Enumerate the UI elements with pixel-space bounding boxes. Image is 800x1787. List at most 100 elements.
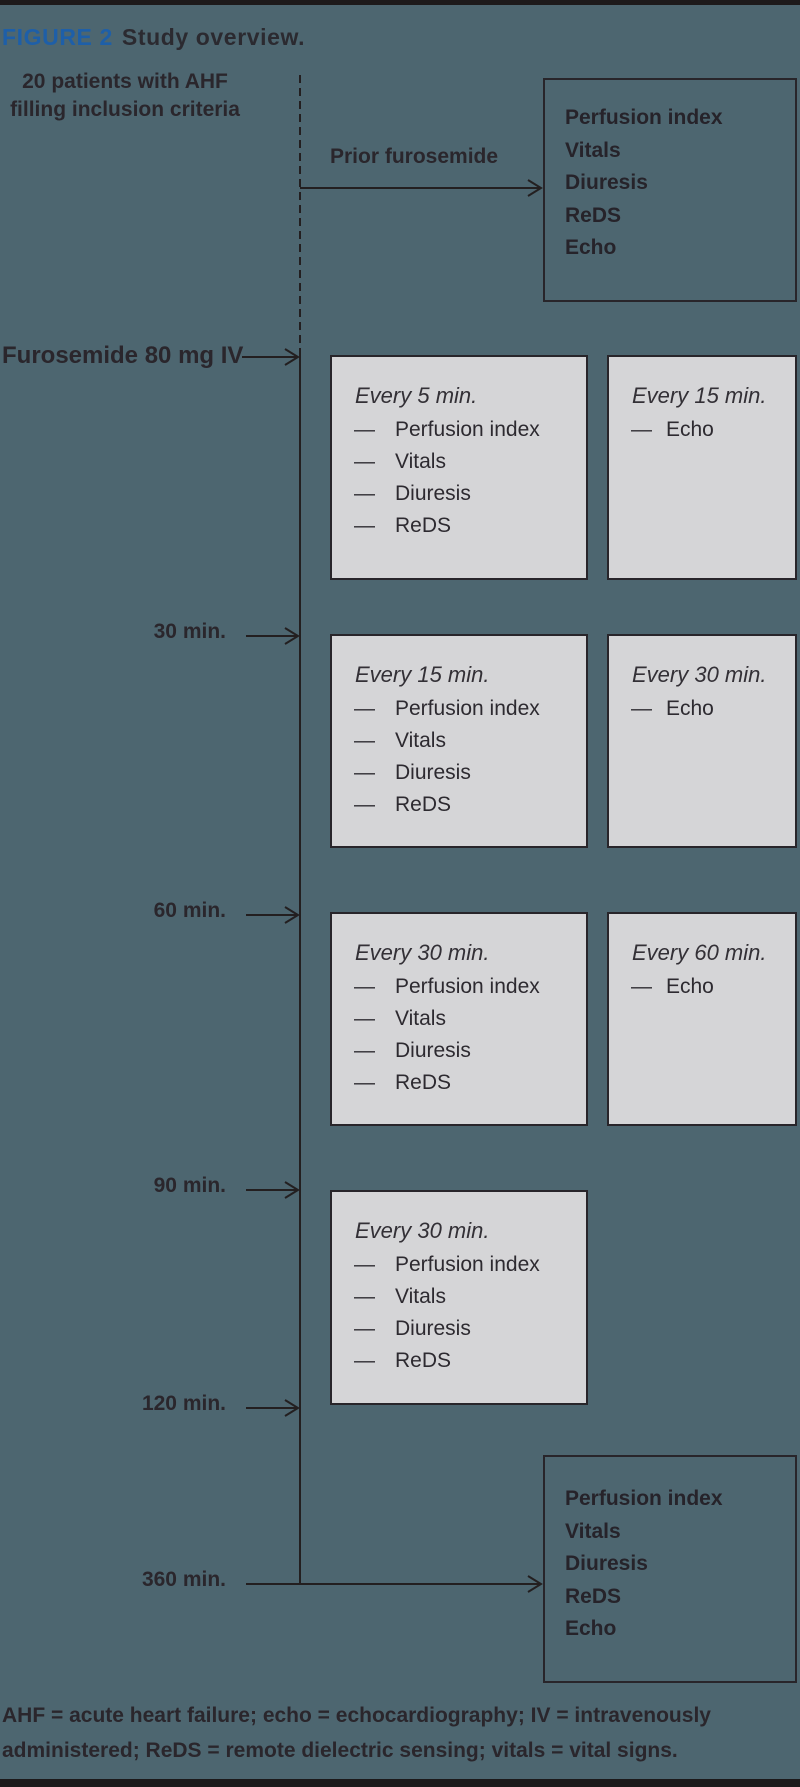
footnote-line-1: AHF = acute heart failure; echo = echoca… [2,1704,711,1727]
dash-bullet: — [354,1007,375,1030]
dash-bullet: — [354,514,375,537]
time-label-60min: 60 min. [153,899,226,922]
list-item-label: Echo [666,697,714,720]
list-item-label: ReDS [395,1071,452,1094]
dash-bullet: — [354,697,375,720]
tick-arrowhead-30min [284,627,300,645]
dash-bullet: — [354,1285,375,1308]
furosemide-80mg-iv-label: Furosemide 80 mg IV [2,342,244,369]
footnote-line-2: administered; ReDS = remote dielectric s… [2,1739,678,1762]
measurement-item: Vitals [565,1519,621,1543]
dash-bullet: — [631,975,652,998]
list-item: — Perfusion index [354,1249,578,1281]
interval-box-0-30min-echo: Every 15 min. — Echo [607,355,797,580]
list-item: —ReDS [354,510,578,542]
tick-arrowhead-60min [284,906,300,924]
list-item: — Perfusion index [354,414,578,446]
list-item: — Perfusion index [354,693,578,725]
interval-box-60-90min-echo: Every 60 min. — Echo [607,912,797,1126]
dash-bullet: — [354,729,375,752]
list-item-label: Vitals [395,450,446,473]
prior-furosemide-label: Prior furosemide [330,145,499,168]
time-label-120min: 120 min. [141,1392,226,1415]
interval-box-30-60min-measurements: Every 15 min. — Perfusion index — Vitals —… [330,634,588,848]
figure-footnote: AHF = acute heart failure; echo = echoca… [2,1698,794,1768]
interval-header: Every 30 min. [355,940,490,965]
interval-header: Every 30 min. [355,1218,490,1243]
list-item: — Vitals [354,446,578,478]
measurement-item: Echo [565,1617,617,1640]
list-item: — ReDS [354,789,578,821]
interval-box-30-60min-echo: Every 30 min. —Echo [607,634,797,848]
list-item-label: Echo [666,418,714,441]
time-label-90min: 90 min. [153,1174,226,1197]
list-item-label: Diuresis [395,1317,471,1340]
baseline-measurements-box: Perfusion index Vitals Diuresis ReDS Ech… [543,78,797,302]
list-item: — Vitals [354,1281,578,1313]
measurement-item: Echo [565,236,617,259]
dash-bullet: — [631,697,652,720]
tick-arrowhead-120min [284,1399,300,1417]
dash-bullet: — [354,1317,375,1340]
list-item: — Diuresis [354,478,578,510]
list-item-label: Perfusion index [395,1253,540,1276]
figure-label: FIGURE 2 [2,24,113,50]
inclusion-line-2: filling inclusion criteria [10,98,240,121]
measurement-item: ReDS [565,1584,622,1608]
measurement-item: Perfusion index [565,106,723,129]
list-item: —Diuresis [354,1035,578,1067]
measurement-item: ReDS [565,203,622,227]
time-label-360min: 360 min. [141,1568,226,1591]
inclusion-line-1: 20 patients with AHF [22,70,228,93]
interval-header: Every 5 min. [355,383,478,408]
time-label-30min: 30 min. [153,620,226,643]
interval-header: Every 15 min. [632,383,767,408]
list-item: — ReDS [354,1067,578,1099]
list-item-label: Vitals [395,729,446,752]
list-item-label: Vitals [395,1007,446,1030]
list-item: — Diuresis [354,757,578,789]
list-item: — Diuresis [354,1313,578,1345]
dash-bullet: — [354,1253,375,1276]
dash-bullet: — [354,482,375,505]
measurement-item: Perfusion index [565,1487,723,1510]
dash-bullet: — [354,1349,375,1372]
dash-bullet: — [631,418,652,441]
interval-header: Every 15 min. [355,662,490,687]
list-item: — Echo [631,693,787,725]
list-item-label: Perfusion index [395,975,540,998]
list-item: — Vitals [354,725,578,757]
dash-bullet: — [354,975,375,998]
intervention-arrowhead [284,348,300,366]
interval-header: Every 60 min. [632,940,767,965]
measurement-item: Diuresis [565,1552,648,1575]
final-arrowhead-360min [527,1575,543,1593]
inclusion-criteria-label: 20 patients with AHF filling inclusion c… [0,68,250,124]
list-item-label: ReDS [395,793,452,816]
dash-bullet: — [354,450,375,473]
dash-bullet: — [354,793,375,816]
list-item-label: Vitals [395,1285,446,1308]
list-item: — ReDS [354,1345,578,1377]
list-item-label: Diuresis [395,761,471,784]
list-item-label: Diuresis [395,482,471,505]
list-item-label: Echo [666,975,714,998]
dash-bullet: — [354,1071,375,1094]
dash-bullet: — [354,761,375,784]
list-item: — Echo [631,971,787,1003]
measurement-item: Diuresis [565,171,648,194]
figure-title: Study overview. [121,24,306,50]
top-rule-bar [0,0,800,5]
list-item: — Perfusion index [354,971,578,1003]
dash-bullet: — [354,418,375,441]
list-item-label: Perfusion index [395,697,540,720]
list-item-label: Diuresis [395,1039,471,1062]
list-item-label: Perfusion index [395,418,540,441]
list-item-label: ReDS [395,1349,452,1372]
figure-caption: FIGURE 2 Study overview. [2,24,305,51]
tick-arrowhead-90min [284,1181,300,1199]
list-item: — Echo [631,414,787,446]
measurement-item: Vitals [565,138,621,162]
prior-furosemide-arrowhead [527,179,543,197]
interval-box-90-120min-measurements: Every 30 min. — Perfusion index — Vitals —… [330,1190,588,1405]
